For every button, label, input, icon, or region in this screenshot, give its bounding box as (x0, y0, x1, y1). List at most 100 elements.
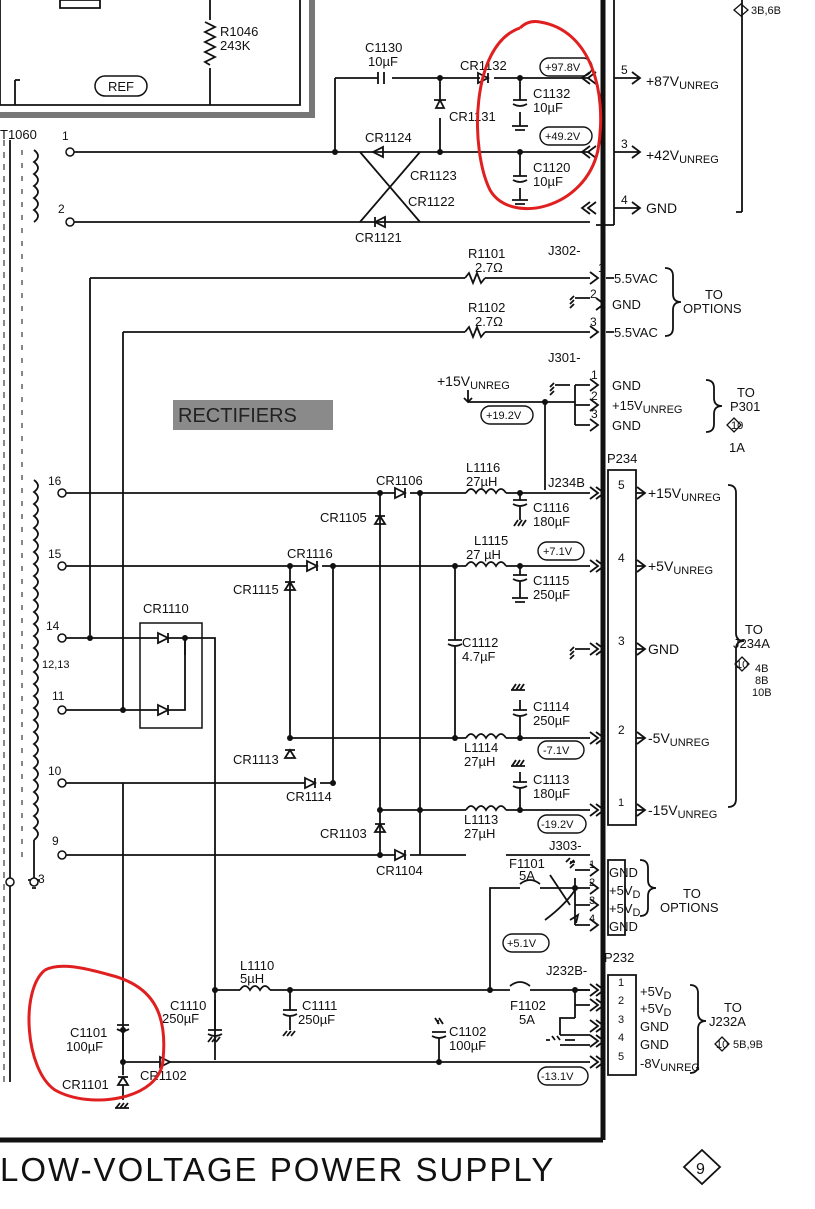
p234-out-minus15v: -15VUNREG (648, 802, 717, 821)
j303-pin-4: 4 (589, 913, 595, 925)
f1102-ref: F1102 (510, 998, 546, 1013)
out-87v: +87VUNREG (646, 73, 719, 92)
to-options-2-to: TO (683, 886, 701, 901)
p234-pin-3: 3 (618, 634, 625, 648)
tp-minus-13v1-oval (537, 1066, 589, 1086)
c1102-value: 100µF (449, 1038, 486, 1053)
j302-pin-1: 1 (598, 261, 605, 275)
j301-rail: +15VUNREG (437, 373, 510, 392)
transformer-label: T1060 (0, 127, 37, 142)
l1110-value: 5µH (240, 971, 264, 986)
cr1116-label: CR1116 (287, 546, 333, 561)
tap-16: 16 (48, 474, 62, 488)
l1110-ref: L1110 (240, 958, 274, 973)
tap-2: 2 (58, 202, 65, 216)
p232-out-3: GND (640, 1019, 669, 1034)
tap-1: 1 (62, 129, 69, 143)
r1101-value: 2.7Ω (475, 260, 503, 275)
r1102-ref: R1102 (468, 300, 505, 315)
j303-pin-1: 1 (589, 859, 595, 871)
cr1106-label: CR1106 (376, 473, 423, 488)
cr1102-label: CR1102 (140, 1068, 187, 1083)
cr1124-label: CR1124 (365, 130, 412, 145)
tp-minus-19v2-oval (537, 814, 587, 834)
p232-out-4: GND (640, 1037, 669, 1052)
p232-pin-1: 1 (618, 977, 624, 989)
tap-15: 15 (48, 547, 62, 561)
tp-19v2-oval (480, 405, 534, 425)
l1114-ref: L1114 (464, 740, 498, 755)
l1115-ref: L1115 (474, 533, 508, 548)
j301-wiring (463, 378, 742, 490)
r1102-value: 2.7Ω (475, 314, 503, 329)
ref-board-outline (0, 0, 315, 118)
cr1103-label: CR1103 (320, 826, 367, 841)
cr1110-label: CR1110 (143, 601, 189, 616)
tp-7v1: +7.1V (543, 546, 573, 558)
p232-label: P232 (604, 950, 634, 965)
r1046-ref: R1046 (220, 24, 258, 39)
to-j234a-to: TO (745, 622, 763, 637)
j301-out-1: GND (612, 378, 641, 393)
to-j232a-sheet: 10 (716, 1039, 728, 1051)
j234b-label: J234B (548, 475, 585, 490)
j301-pin-2: 2 (591, 389, 598, 403)
c1110-ref: C1110 (170, 998, 206, 1013)
j303-out-2: +5VD (609, 883, 641, 901)
p234-out-15v: +15VUNREG (648, 485, 721, 504)
cr1115-label: CR1115 (233, 582, 279, 597)
out-gnd-top: GND (646, 200, 677, 216)
cr1101-label: CR1101 (62, 1077, 109, 1092)
tp-19v2: +19.2V (486, 410, 522, 422)
j302-pin-3: 3 (590, 315, 597, 329)
out-42v: +42VUNREG (646, 147, 719, 166)
l1116-value: 27µH (466, 474, 497, 489)
c1113-value: 180µF (533, 786, 570, 801)
tap-11: 11 (52, 689, 65, 703)
p234-pin-4: 4 (618, 551, 625, 565)
tp-5v1-oval (502, 933, 550, 953)
l1113-value: 27µH (464, 826, 495, 841)
cr1105-label: CR1105 (320, 510, 367, 525)
c1102-ref: C1102 (449, 1024, 486, 1039)
l1113-ref: L1113 (464, 812, 498, 827)
to-options-2-dest: OPTIONS (660, 900, 719, 915)
j301-out-3: GND (612, 418, 641, 433)
p234-pin-1: 1 (618, 797, 624, 809)
tp-97v8: +97.8V (545, 62, 581, 74)
to-j234a-loc-3: 10B (752, 687, 772, 699)
rectifiers-label: RECTIFIERS (178, 405, 297, 427)
cr1110-bridge (90, 622, 216, 1060)
to-j234a-loc-2: 8B (755, 675, 768, 687)
p234-pin-5: 5 (618, 478, 625, 492)
tap-14: 14 (46, 619, 60, 633)
j303-pin-2: 2 (589, 877, 595, 889)
j303-out-3: +5VD (609, 901, 641, 919)
p232-pin-4: 4 (618, 1032, 624, 1044)
p234-out-minus5v: -5VUNREG (648, 730, 710, 749)
sheet-number: 9 (696, 1161, 705, 1178)
p234-pin-2: 2 (618, 723, 625, 737)
ref-label: REF (108, 79, 134, 94)
c1101-value: 100µF (66, 1039, 103, 1054)
to-p301-to: TO (737, 385, 755, 400)
pin-top-5: 5 (621, 63, 628, 77)
j301-out-2: +15VUNREG (612, 398, 682, 416)
c1114-value: 250µF (533, 713, 570, 728)
j302-wiring (89, 267, 682, 710)
to-options-1-to: TO (705, 287, 723, 302)
c1115-ref: C1115 (533, 573, 569, 588)
c1116-value: 180µF (533, 514, 570, 529)
j303-out-4: GND (609, 919, 638, 934)
page-title: LOW-VOLTAGE POWER SUPPLY (0, 1151, 555, 1188)
j301-pin-1: 1 (591, 368, 598, 382)
c1116-ref: C1116 (533, 500, 569, 515)
to-j234a-sheet: 10 (736, 659, 748, 671)
c1115-value: 250µF (533, 587, 570, 602)
ref-oval (94, 75, 148, 97)
tp-7v1-oval (537, 541, 585, 561)
cr1113-label: CR1113 (233, 752, 279, 767)
j301-pin-3: 3 (591, 407, 598, 421)
cr1104-label: CR1104 (376, 863, 423, 878)
